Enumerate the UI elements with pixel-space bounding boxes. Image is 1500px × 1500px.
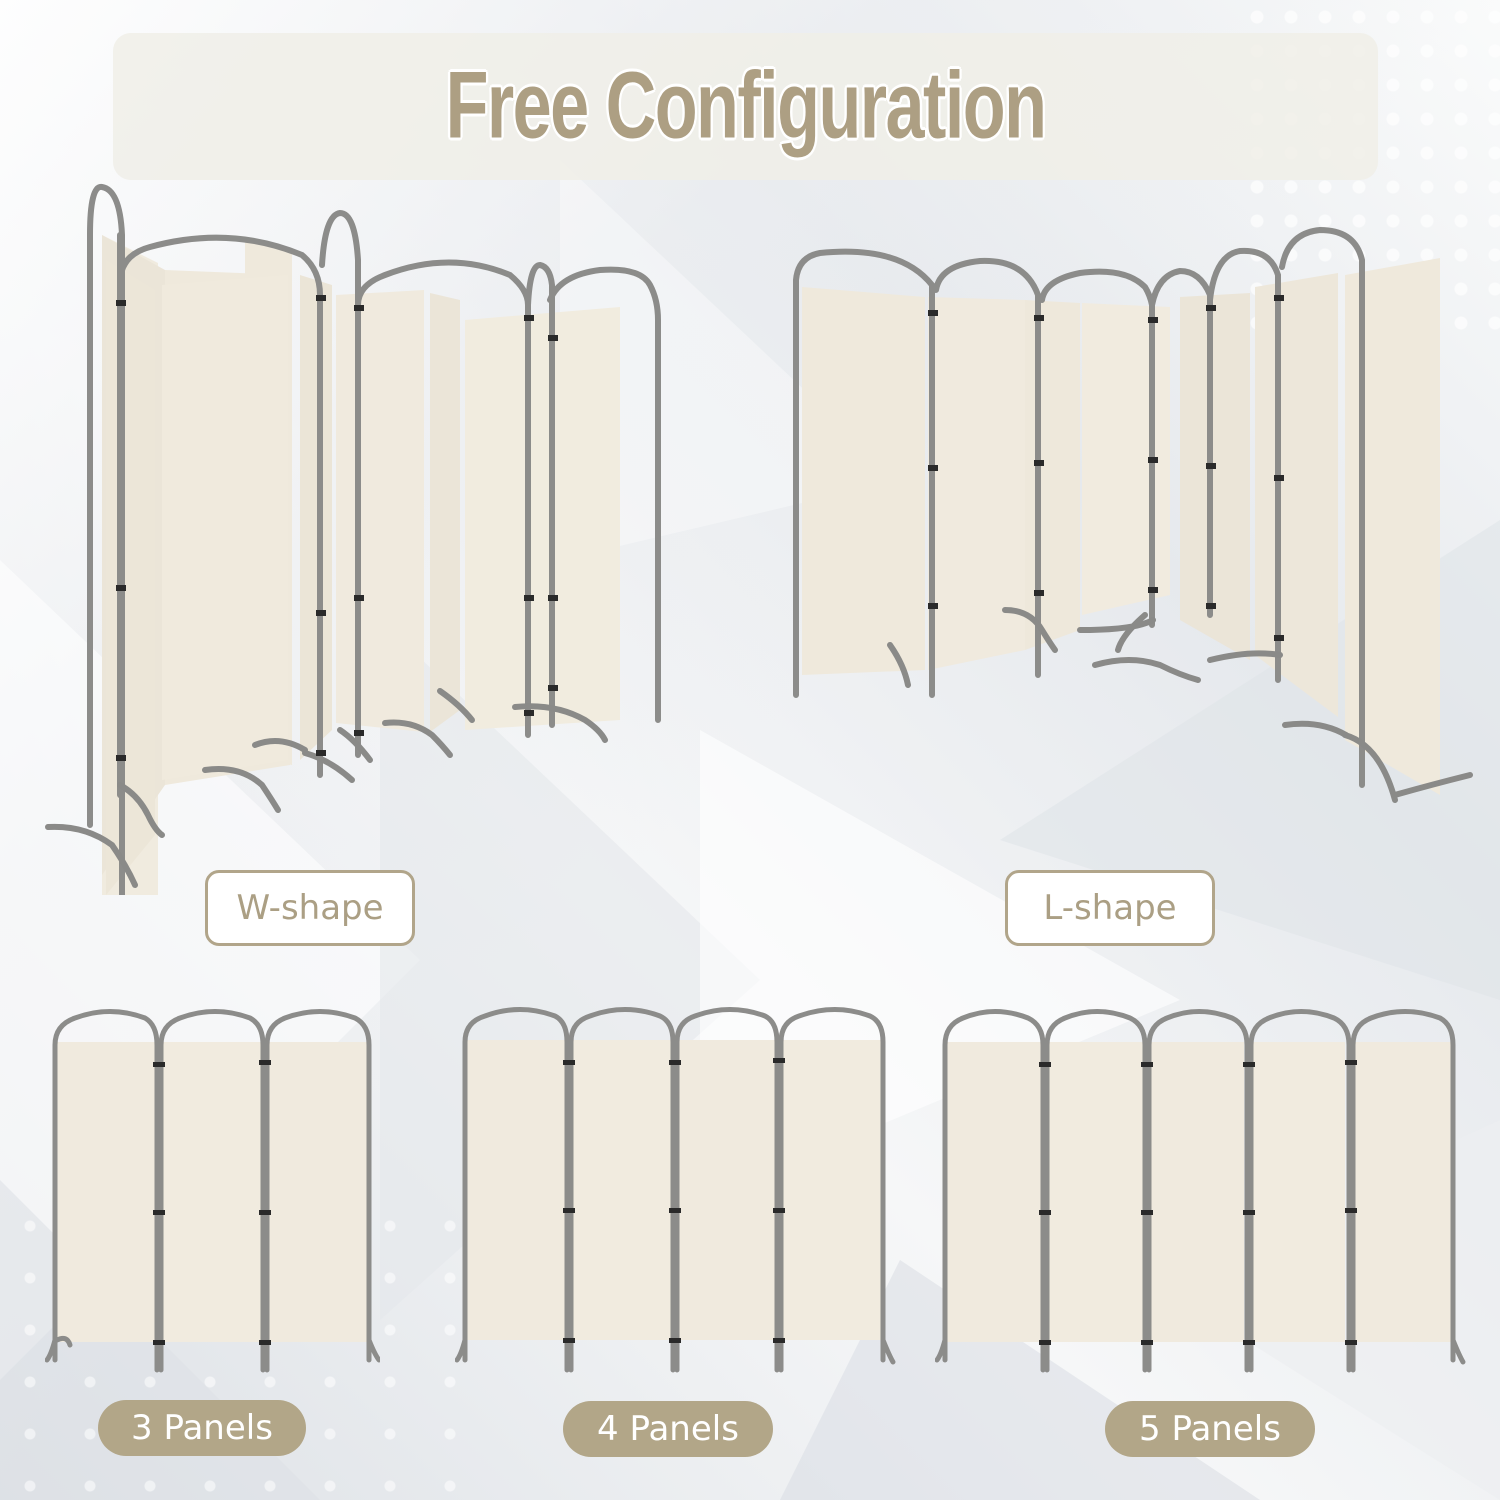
- 5-panels-label: 5 Panels: [1105, 1401, 1315, 1457]
- l-shape-label: L-shape: [1005, 870, 1215, 946]
- 4-panels-label-text: 4 Panels: [597, 1409, 739, 1449]
- page-title: Free Configuration: [445, 53, 1047, 159]
- title-banner: Free Configuration: [113, 33, 1378, 180]
- l-shape-label-text: L-shape: [1043, 888, 1177, 928]
- 3-panels-label-text: 3 Panels: [131, 1408, 273, 1448]
- 5-panels-illustration: [935, 1000, 1470, 1380]
- 4-panels-label: 4 Panels: [563, 1401, 773, 1457]
- w-shape-illustration: [40, 175, 700, 895]
- 3-panels-illustration: [45, 1000, 380, 1380]
- 5-panels-label-text: 5 Panels: [1139, 1409, 1281, 1449]
- w-shape-label-text: W-shape: [236, 888, 384, 928]
- w-shape-label: W-shape: [205, 870, 415, 946]
- 3-panels-label: 3 Panels: [98, 1400, 306, 1456]
- l-shape-illustration: [780, 225, 1490, 835]
- 4-panels-illustration: [455, 1000, 905, 1380]
